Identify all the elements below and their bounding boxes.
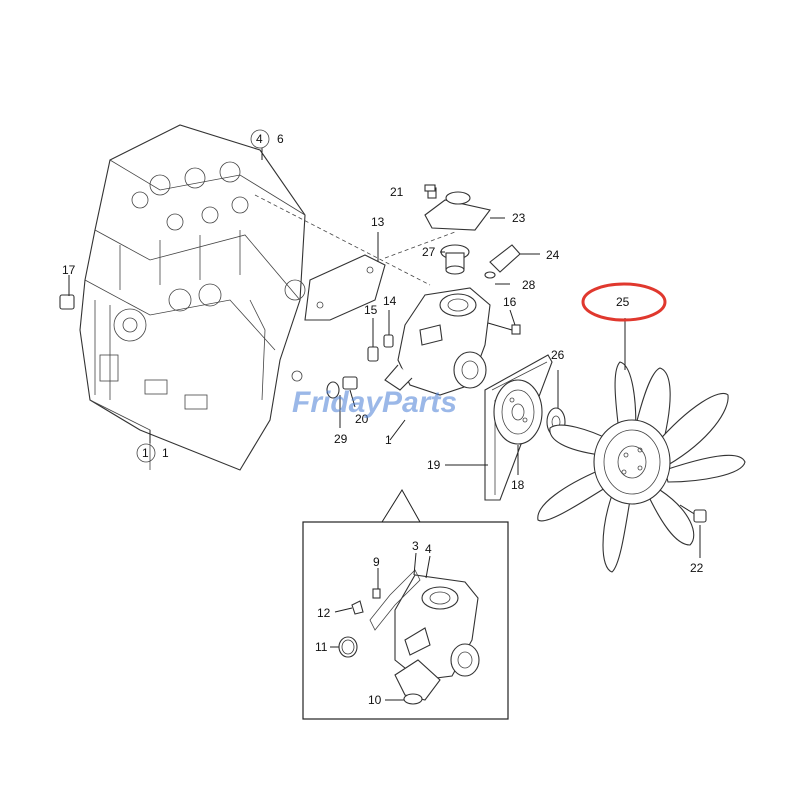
label-16: 16 xyxy=(503,295,517,309)
part-13-gasket xyxy=(304,232,386,321)
label-12: 12 xyxy=(317,606,331,620)
label-4-circled: 4 xyxy=(256,132,263,146)
callout-labels: 17 1 1 4 6 21 23 13 27 24 28 15 14 16 26… xyxy=(62,129,704,707)
label-24: 24 xyxy=(546,248,560,262)
label-27: 27 xyxy=(422,245,436,259)
label-10: 10 xyxy=(368,693,382,707)
label-3: 3 xyxy=(412,539,419,553)
label-1-suffix: 1 xyxy=(162,446,169,460)
label-15: 15 xyxy=(364,303,378,317)
label-20: 20 xyxy=(355,412,369,426)
label-1-circled: 1 xyxy=(142,446,149,460)
label-4-ring xyxy=(250,129,270,149)
part-1-water-pump xyxy=(384,287,491,396)
part-22-fan-bolt xyxy=(679,504,707,523)
label-4: 4 xyxy=(425,542,432,556)
highlight-ring-25 xyxy=(581,282,667,322)
label-14: 14 xyxy=(383,294,397,308)
label-26: 26 xyxy=(551,348,565,362)
label-22: 22 xyxy=(690,561,704,575)
label-23: 23 xyxy=(512,211,526,225)
label-25: 25 xyxy=(616,295,630,309)
part-23-thermostat-cover xyxy=(424,187,491,231)
label-1-ring xyxy=(136,443,156,463)
label-21: 21 xyxy=(390,185,404,199)
detail-inset xyxy=(302,489,509,720)
label-1: 1 xyxy=(385,433,392,447)
label-28: 28 xyxy=(522,278,536,292)
label-19: 19 xyxy=(427,458,441,472)
part-18-pulley xyxy=(493,379,543,445)
label-17: 17 xyxy=(62,263,76,277)
watermark: FridayParts xyxy=(292,386,457,419)
label-11: 11 xyxy=(315,640,328,654)
label-9: 9 xyxy=(373,555,380,569)
part-17-plug xyxy=(59,285,75,310)
part-24-temp-sensor xyxy=(484,244,521,279)
part-27-thermostat xyxy=(440,244,470,275)
label-6: 6 xyxy=(277,132,284,146)
label-29: 29 xyxy=(334,432,348,446)
label-13: 13 xyxy=(371,215,385,229)
engine-block xyxy=(79,124,306,471)
label-18: 18 xyxy=(511,478,525,492)
leader-lines xyxy=(68,148,701,701)
part-25-cooling-fan xyxy=(537,361,746,573)
